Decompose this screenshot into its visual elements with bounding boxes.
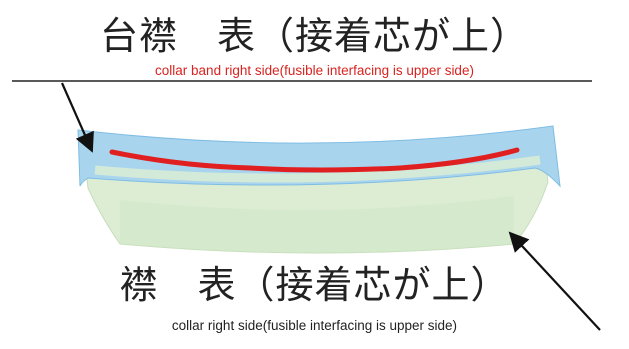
collar-band-caption: collar band right side(fusible interfaci…: [155, 63, 474, 78]
collar-band-title: 台襟 表（接着芯が上）: [99, 14, 529, 58]
collar-band-overlap: [94, 155, 541, 183]
bottom-pointer-arrow: [508, 231, 601, 331]
stitch-line: [109, 147, 520, 173]
collar-inner-shade: [120, 196, 514, 253]
collar-title: 襟 表（接着芯が上）: [119, 263, 510, 307]
top-pointer-arrow: [60, 82, 94, 153]
collar-caption: collar right side(fusible interfacing is…: [171, 318, 458, 333]
